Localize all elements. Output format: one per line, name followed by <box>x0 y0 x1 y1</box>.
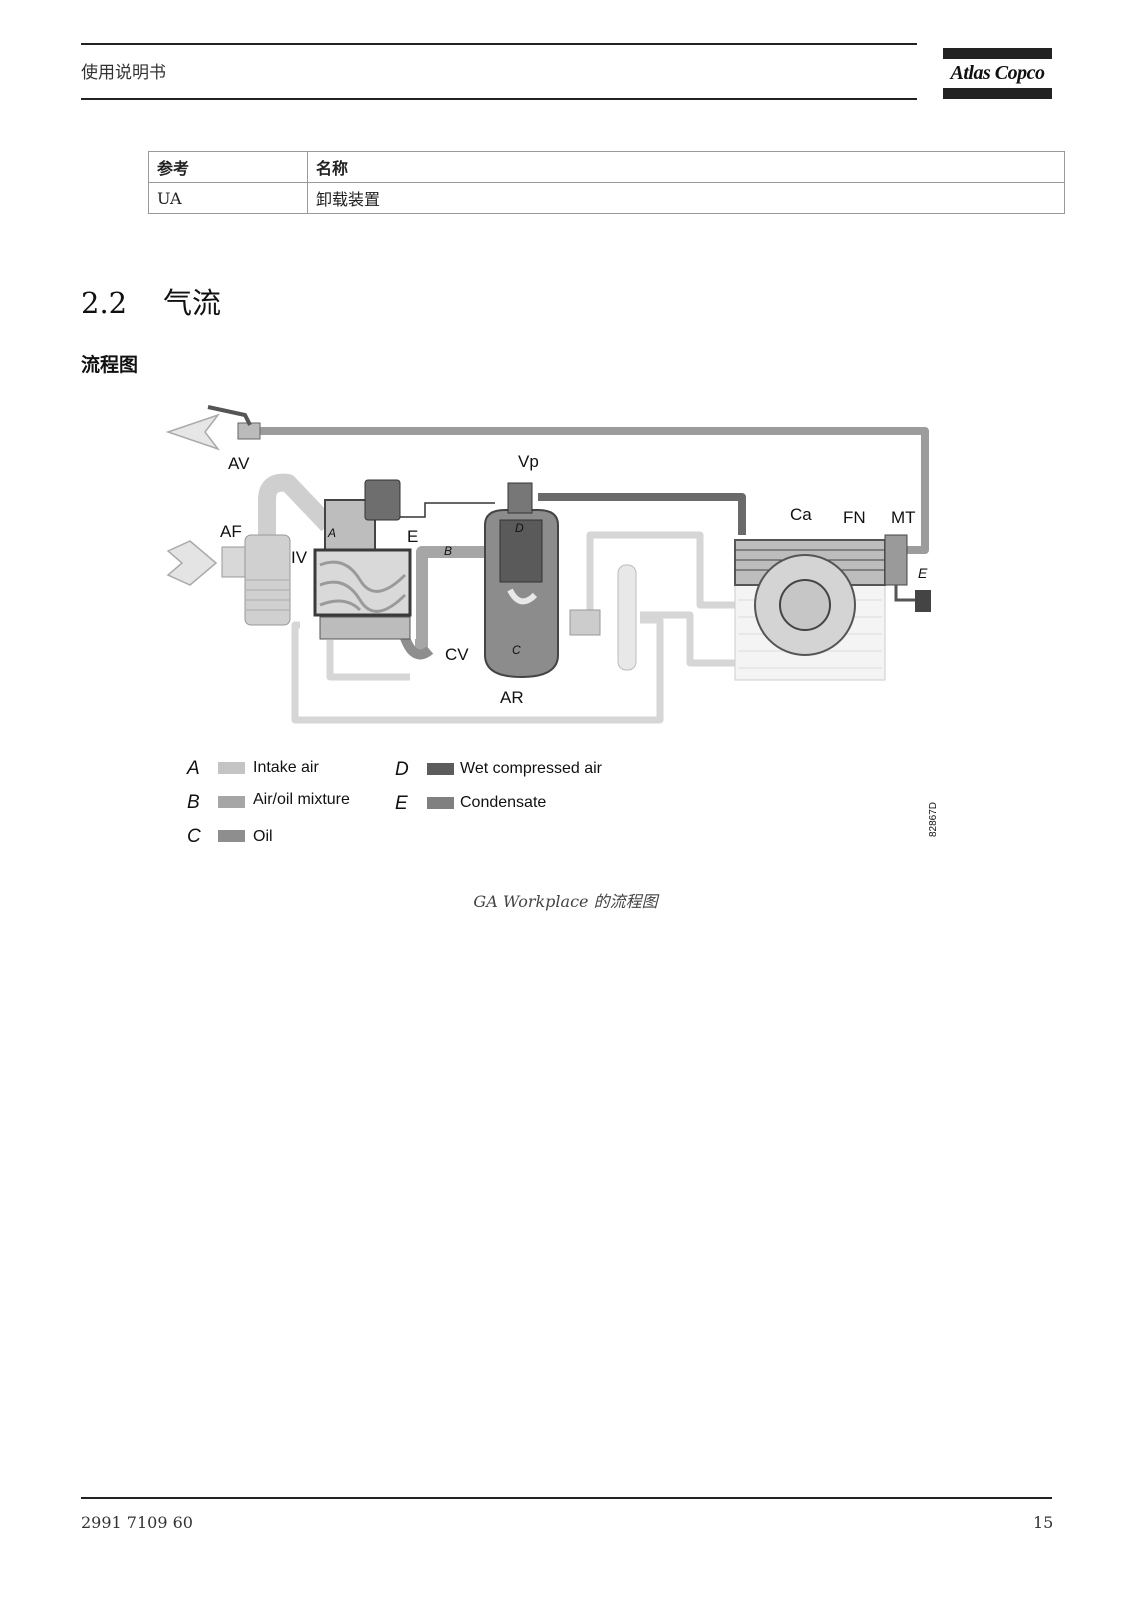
airflow-diagram: AV AF IV E Vp Ca FN MT E CV AR A B C D A… <box>165 405 939 847</box>
label-e-right: E <box>918 565 928 581</box>
legend-letter: E <box>395 793 408 814</box>
intake-pipe <box>258 473 335 540</box>
drawing-id: 82867D <box>928 802 939 837</box>
label-e-top: E <box>407 527 418 546</box>
reference-table: 参考 名称 UA 卸载装置 <box>148 151 1065 214</box>
header-title: 使用说明书 <box>81 63 166 83</box>
screw-rotor-lines <box>319 560 407 613</box>
legend-letter: C <box>187 826 201 847</box>
label-iv: IV <box>291 548 308 567</box>
legend-label: Oil <box>253 828 273 845</box>
outlet-air-pipe <box>260 427 929 554</box>
oil-filter <box>569 609 601 636</box>
drain-valve <box>915 590 931 612</box>
label-d-inline: D <box>515 521 524 535</box>
legend-item-a: A Intake air <box>186 758 319 779</box>
table-row: UA 卸载装置 <box>148 182 1065 214</box>
oil-return-lines <box>291 531 740 724</box>
legend-letter: A <box>186 758 200 779</box>
logo-top-bar <box>943 48 1052 59</box>
oil-filter-disc <box>617 564 637 671</box>
label-av: AV <box>228 454 250 473</box>
header-bottom-rule <box>81 98 917 100</box>
figure-caption: GA Workplace 的流程图 <box>473 892 658 911</box>
logo-bottom-bar <box>943 88 1052 99</box>
legend-item-c: C Oil <box>187 826 273 847</box>
table-cell-name: 卸载装置 <box>307 182 1065 214</box>
solenoid-valve <box>364 479 401 521</box>
label-vp: Vp <box>518 452 539 471</box>
atlas-copco-logo: Atlas Copco <box>943 48 1052 99</box>
header-top-rule <box>81 43 917 45</box>
section-number: 2.2 <box>81 286 128 320</box>
legend-label: Wet compressed air <box>460 760 603 777</box>
air-valve-handle <box>207 405 252 426</box>
legend-letter: D <box>395 759 409 780</box>
section-title: 气流 <box>163 286 222 320</box>
legend: A Intake air B Air/oil mixture C Oil D W… <box>186 758 603 847</box>
separator-element <box>499 519 543 583</box>
legend-label: Condensate <box>460 794 546 811</box>
page-number: 15 <box>1033 1513 1054 1532</box>
legend-label: Air/oil mixture <box>253 791 350 808</box>
table-header-ref: 参考 <box>148 151 308 183</box>
fan-hub <box>779 579 831 631</box>
label-cv: CV <box>445 645 469 664</box>
label-a-inline: A <box>327 526 336 540</box>
wet-air-pipe <box>538 493 746 535</box>
min-pressure-valve <box>507 482 533 514</box>
legend-item-e: E Condensate <box>395 793 546 814</box>
condensate-drain <box>894 585 920 602</box>
control-line <box>400 502 495 518</box>
footer-rule <box>81 1497 1052 1499</box>
moisture-trap <box>884 534 908 586</box>
legend-swatch <box>218 796 245 808</box>
legend-letter: B <box>187 792 200 813</box>
label-af: AF <box>220 522 242 541</box>
legend-swatch <box>427 797 454 809</box>
label-ar: AR <box>500 688 524 707</box>
legend-item-d: D Wet compressed air <box>395 759 603 780</box>
legend-swatch <box>218 762 245 774</box>
table-header-row: 参考 名称 <box>148 151 1065 183</box>
subsection-title: 流程图 <box>81 354 139 376</box>
logo-text: Atlas Copco <box>950 62 1045 84</box>
inlet-arrow-icon <box>166 540 218 586</box>
label-ca: Ca <box>790 505 812 524</box>
legend-item-b: B Air/oil mixture <box>187 791 350 813</box>
air-oil-pipe <box>415 546 490 651</box>
table-cell-ref: UA <box>148 182 308 214</box>
table-header-name: 名称 <box>307 151 1065 183</box>
outlet-arrow-icon <box>165 413 221 451</box>
air-filter-ribs <box>246 579 289 611</box>
legend-label: Intake air <box>253 759 319 776</box>
swirl-arrow-icon <box>507 588 538 605</box>
legend-swatch <box>218 830 245 842</box>
label-b-inline: B <box>444 544 452 558</box>
doc-number: 2991 7109 60 <box>81 1513 193 1532</box>
oil-stop-valve <box>319 616 411 640</box>
label-mt: MT <box>891 508 916 527</box>
legend-swatch <box>427 763 454 775</box>
section-heading: 2.2 气流 <box>81 280 221 322</box>
label-fn: FN <box>843 508 866 527</box>
label-c-inline: C <box>512 643 521 657</box>
